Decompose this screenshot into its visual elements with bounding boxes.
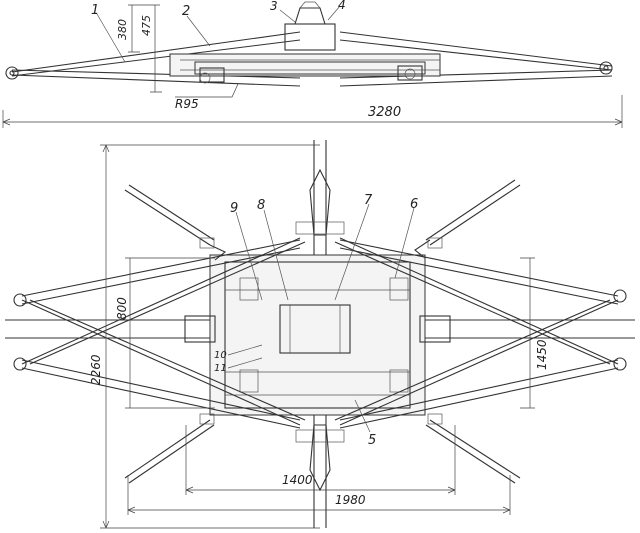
dim-380: 380 (116, 19, 129, 40)
side-view (2, 1, 623, 128)
dim-1450: 1450 (535, 339, 549, 370)
callouts (96, 5, 415, 433)
callout-9: 9 (230, 201, 238, 216)
callout-5: 5 (368, 433, 376, 448)
callout-4: 4 (338, 0, 346, 12)
left-eye-icon (5, 66, 19, 80)
callout-1: 1 (91, 3, 99, 18)
callout-2: 2 (182, 4, 190, 19)
callout-10: 10 (214, 350, 227, 361)
callout-6: 6 (410, 197, 418, 212)
callout-11: 11 (214, 363, 227, 374)
dim-r95: R95 (175, 97, 199, 111)
callout-3: 3 (270, 0, 278, 13)
callout-8: 8 (257, 198, 265, 213)
dim-2260: 2260 (89, 354, 103, 385)
dim-1980: 1980 (335, 493, 366, 507)
plan-view (5, 140, 635, 529)
dim-1400: 1400 (282, 473, 313, 487)
dim-3280: 3280 (368, 105, 401, 120)
dim-475: 475 (140, 15, 153, 36)
dim-800: 800 (115, 297, 129, 320)
right-eye-icon (599, 61, 613, 75)
callout-7: 7 (364, 193, 373, 208)
